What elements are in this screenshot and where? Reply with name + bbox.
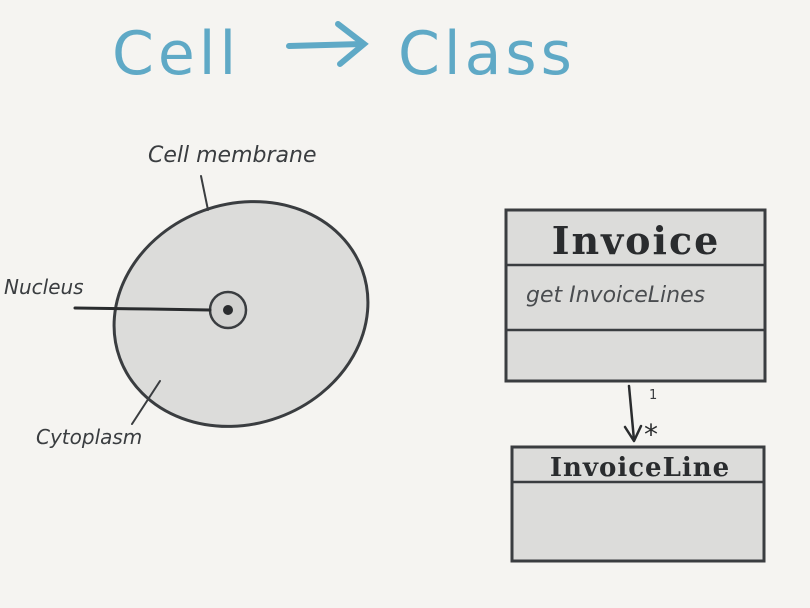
- nucleus-leader-line: [73, 306, 212, 312]
- title: Cell Class: [112, 19, 576, 89]
- title-class: Class: [398, 19, 576, 89]
- invoiceline-box: [510, 445, 766, 563]
- title-cell: Cell: [112, 19, 240, 89]
- uml-association: 1 *: [623, 384, 658, 451]
- uml-class-invoice: Invoice get InvoiceLines: [504, 208, 767, 383]
- cytoplasm-label: Cytoplasm: [36, 425, 142, 449]
- invoiceline-class-name: InvoiceLine: [550, 453, 730, 483]
- nucleus-core: [223, 305, 233, 315]
- association-line: [627, 384, 636, 442]
- target-multiplicity: *: [644, 418, 658, 451]
- cytoplasm-leader-line: [131, 380, 161, 425]
- cell-diagram: Cell membrane Nucleus Cytoplasm: [4, 143, 370, 449]
- association-arrow-icon: [623, 424, 643, 443]
- nucleus-label: Nucleus: [4, 275, 84, 299]
- invoice-class-name: Invoice: [552, 218, 721, 263]
- invoice-box: [504, 208, 767, 383]
- title-arrow-icon: [286, 21, 369, 67]
- membrane-label: Cell membrane: [148, 143, 316, 168]
- invoice-method: get InvoiceLines: [526, 283, 705, 308]
- uml-class-invoiceline: InvoiceLine: [510, 445, 766, 563]
- membrane-leader-line: [200, 175, 209, 211]
- source-multiplicity: 1: [649, 388, 657, 403]
